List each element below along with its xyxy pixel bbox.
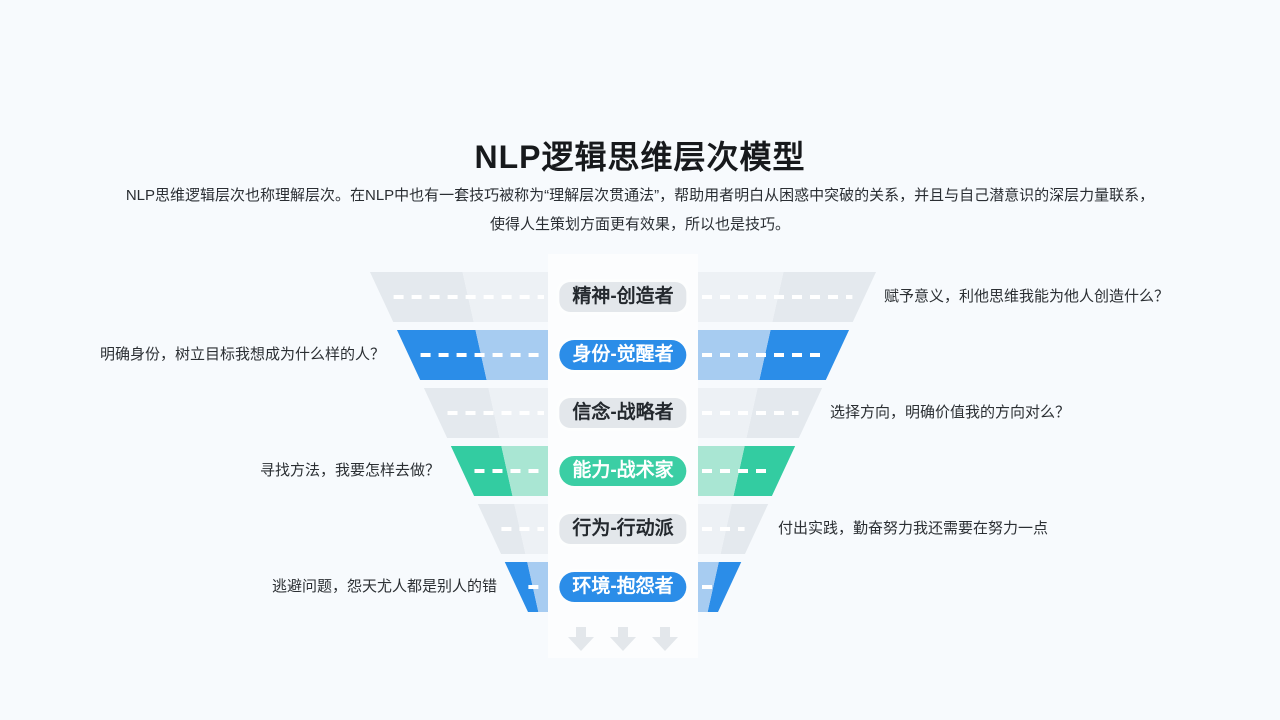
band-belief-left-inner xyxy=(488,388,548,438)
level-pill-identity: 身份-觉醒者 xyxy=(559,340,687,370)
description-line-2: 使得人生策划方面更有效果，所以也是技巧。 xyxy=(489,216,790,233)
level-note-belief: 选择方向，明确价值我的方向对么？ xyxy=(830,404,1071,421)
level-note-environment: 逃避问题，怨天尤人都是别人的错 xyxy=(271,578,497,595)
level-pill-environment: 环境-抱怨者 xyxy=(559,572,687,602)
description-line-1: NLP思维逻辑层次也称理解层次。在NLP中也有一套技巧被称为“理解层次贯通法”，… xyxy=(125,187,1155,204)
level-note-ability: 寻找方法，我要怎样去做？ xyxy=(259,462,440,479)
level-note-spirit: 赋予意义，利他思维我能为他人创造什么？ xyxy=(884,288,1170,305)
page-title: NLP逻辑思维层次模型 xyxy=(474,139,806,175)
band-behavior-right-inner xyxy=(698,504,732,554)
level-note-identity: 明确身份，树立目标我想成为什么样的人？ xyxy=(99,346,385,363)
band-belief-right-outer xyxy=(746,388,823,438)
band-identity-right-outer xyxy=(759,330,850,380)
down-arrow-2 xyxy=(652,627,678,651)
band-environment-right-outer xyxy=(707,562,742,612)
level-pill-behavior: 行为-行动派 xyxy=(559,514,687,544)
down-arrow-0 xyxy=(568,627,594,651)
band-belief-left-outer xyxy=(423,388,500,438)
band-spirit-left-outer xyxy=(370,272,474,322)
level-note-behavior: 付出实践，勤奋努力我还需要在努力一点 xyxy=(778,520,1049,537)
band-environment-left-outer xyxy=(504,562,539,612)
down-arrow-1 xyxy=(610,627,636,651)
band-spirit-right-outer xyxy=(772,272,876,322)
band-ability-left-inner xyxy=(501,446,548,496)
band-identity-right-inner xyxy=(698,330,771,380)
level-pill-belief: 信念-战略者 xyxy=(559,398,687,428)
level-pill-ability: 能力-战术家 xyxy=(559,456,687,486)
level-pill-spirit: 精神-创造者 xyxy=(559,282,687,312)
band-behavior-left-inner xyxy=(514,504,548,554)
